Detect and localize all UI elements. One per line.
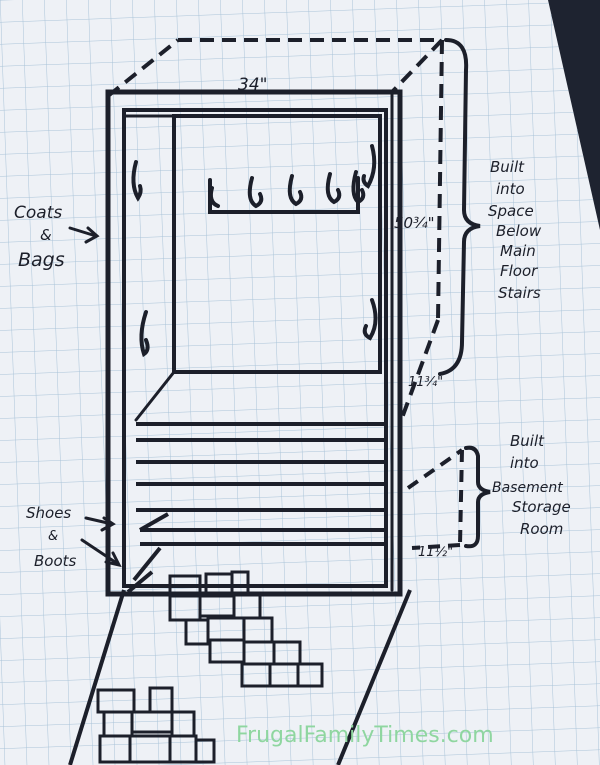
upper-note-line: Space: [488, 202, 534, 220]
coat-hooks: [131, 144, 378, 358]
shelf-slats: [132, 422, 384, 582]
upper-note-line: Below: [496, 222, 542, 240]
lower-note-line: Built: [510, 432, 545, 450]
shoes-label: Shoes: [26, 504, 71, 522]
width-label: 34": [238, 75, 267, 95]
lower-note: Built into Basement Storage Room: [492, 432, 571, 538]
floor-perspective-lines: [68, 570, 412, 765]
upper-note-line: Stairs: [498, 284, 541, 302]
upper-note-line: Built: [490, 158, 525, 176]
lower-note-line: Basement: [492, 480, 563, 496]
dimension-braces: [438, 38, 491, 549]
lower-depth-label: 11½": [418, 545, 453, 560]
lower-note-line: Storage: [512, 498, 571, 516]
watermark-text: FrugalFamilyTimes.com: [236, 723, 494, 748]
lower-note-line: into: [510, 454, 539, 472]
bags-label: Bags: [18, 249, 65, 271]
boots-label: Boots: [34, 552, 77, 570]
upper-note: Built into Space Below Main Floor Stairs: [488, 158, 542, 302]
upper-note-line: Main: [500, 242, 536, 260]
coats-ampersand: &: [40, 226, 52, 244]
cabinet-top-outline: [106, 38, 444, 419]
label-arrows: [68, 226, 122, 568]
upper-note-line: into: [496, 180, 525, 198]
floor-bricks: [96, 570, 324, 764]
upper-depth-label: 11¾": [408, 375, 443, 390]
upper-note-line: Floor: [500, 262, 538, 280]
coats-label: Coats: [14, 203, 62, 223]
lower-depth-outline: [406, 448, 464, 550]
height-label: 50¾": [394, 214, 435, 232]
shoes-ampersand: &: [48, 529, 58, 544]
lower-note-line: Room: [520, 520, 563, 538]
